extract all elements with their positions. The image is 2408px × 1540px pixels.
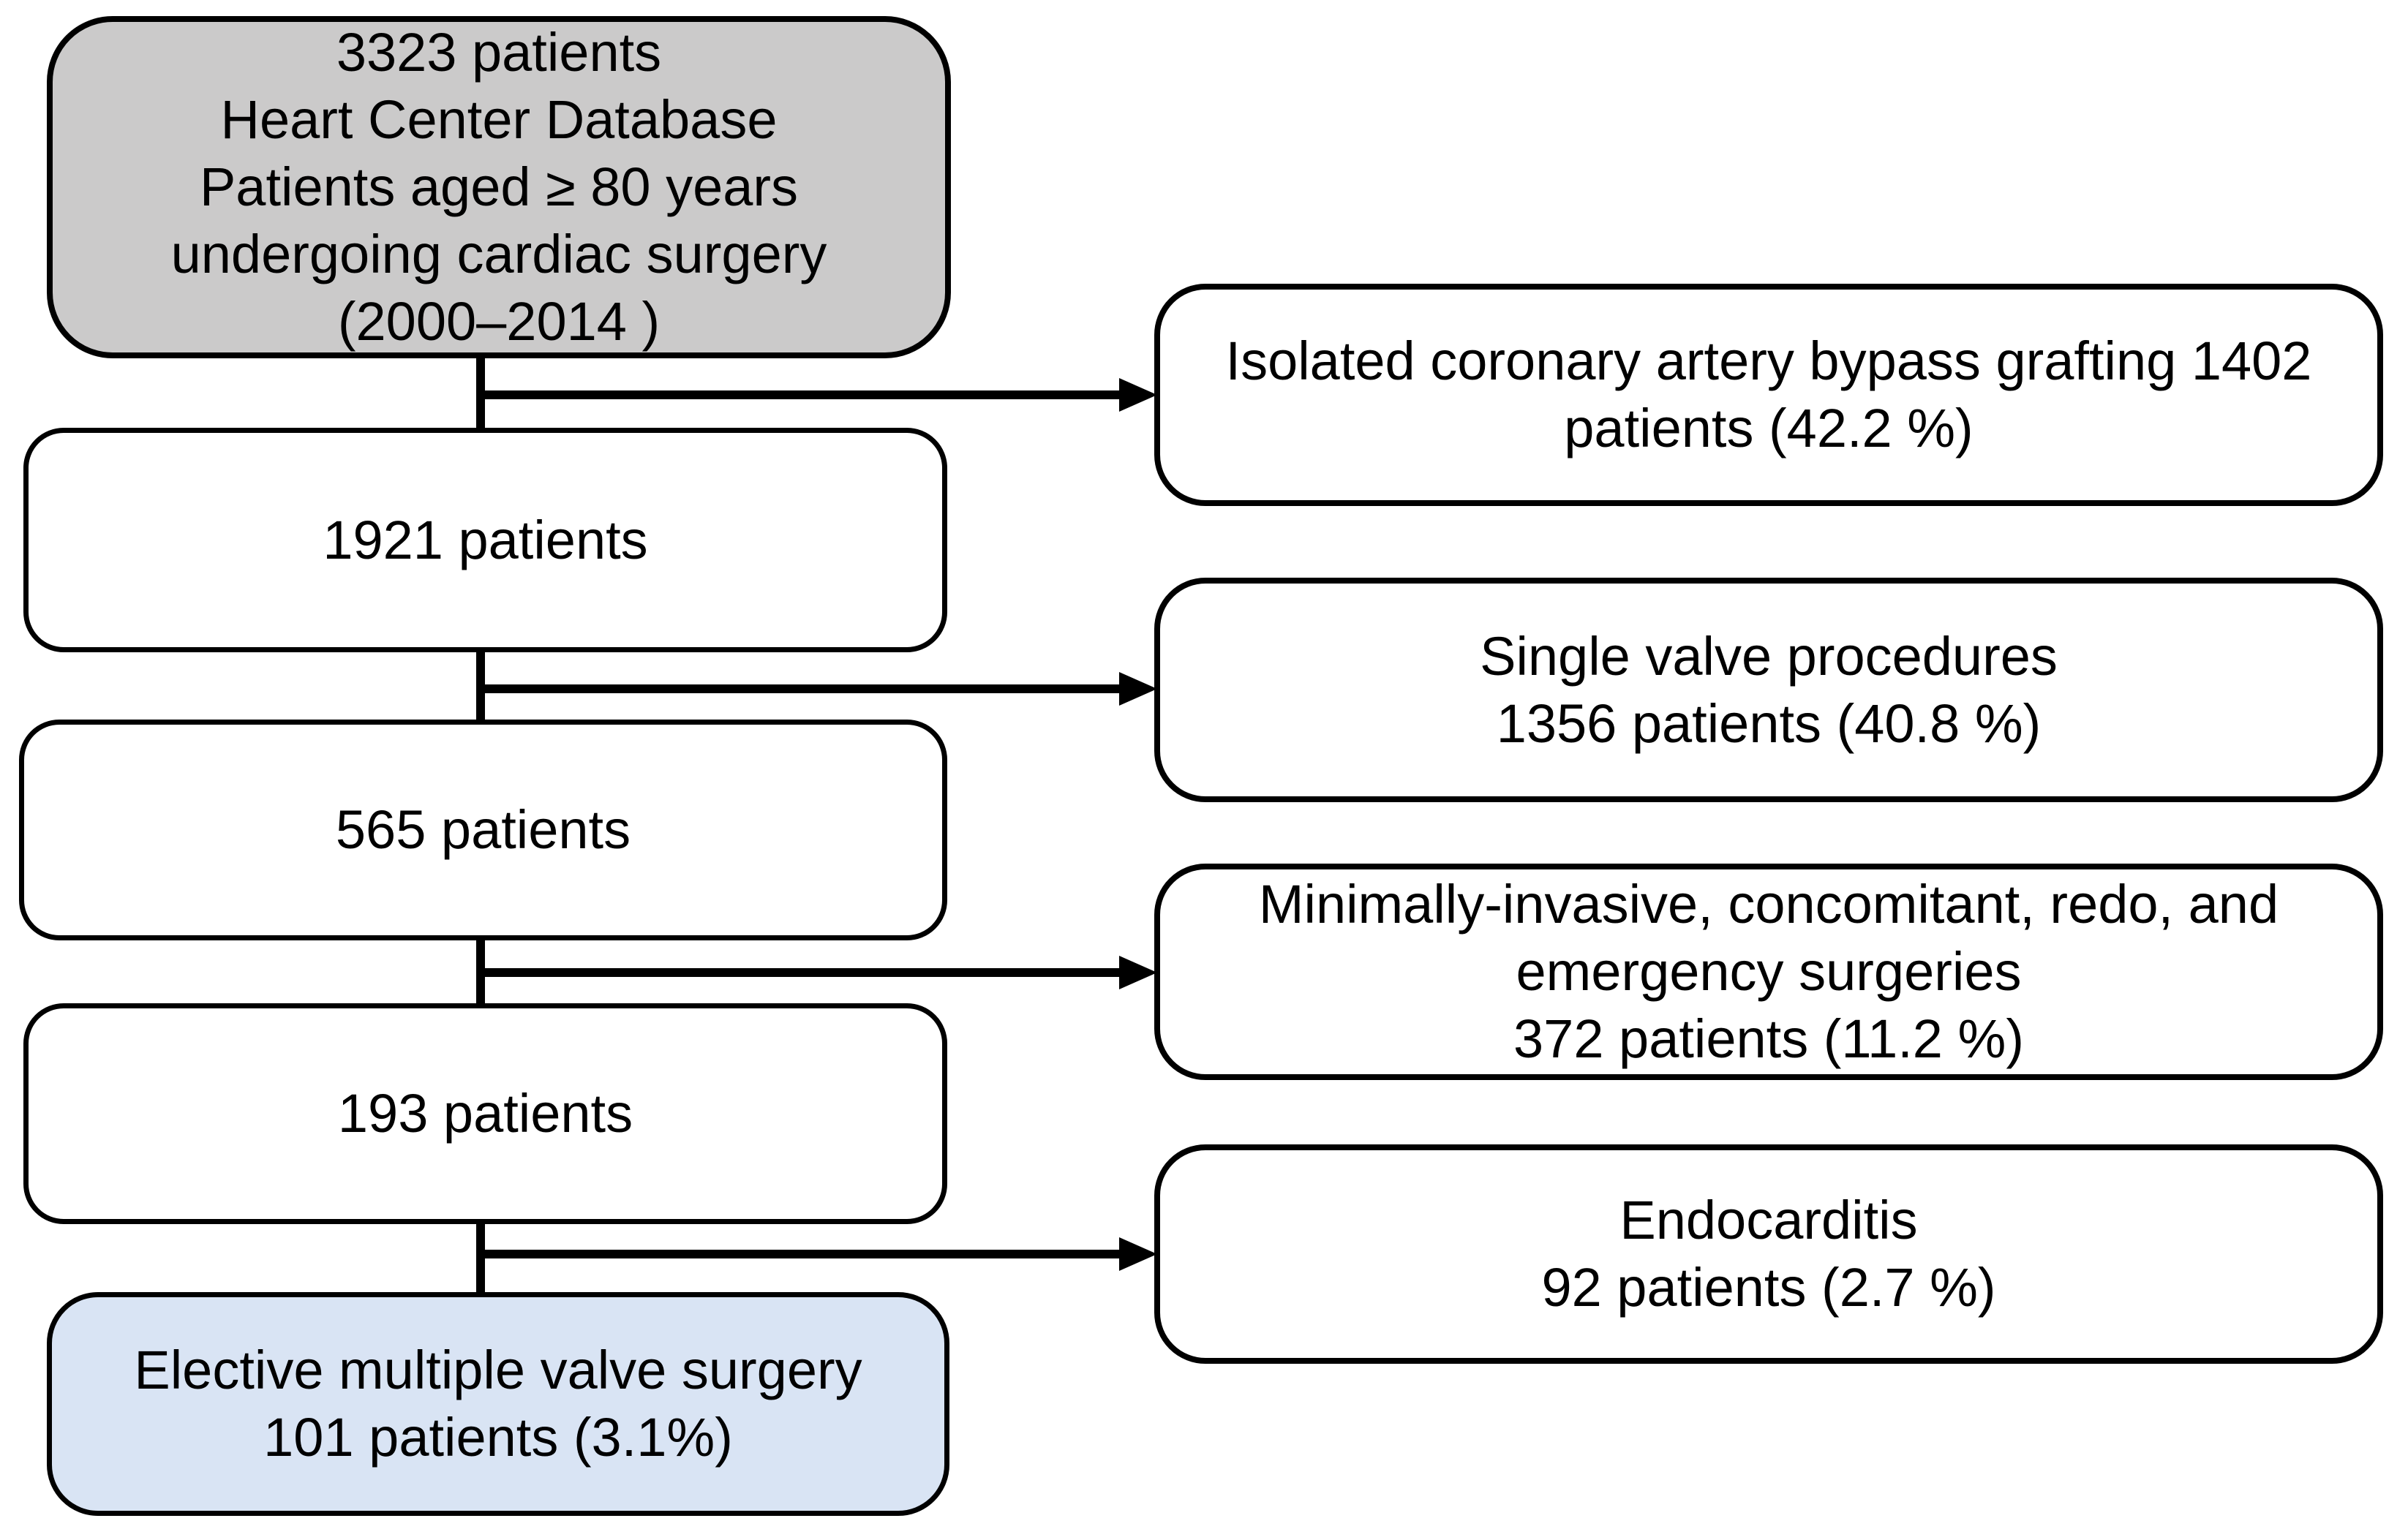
cohort-565-box: 565 patients: [19, 720, 947, 940]
cohort-1921-text: 1921 patients: [323, 509, 648, 570]
exclusion-endocarditis-text: Endocarditis 92 patients (2.7 %): [1541, 1190, 1996, 1318]
arrow-to-complex-surgeries-head-icon: [1119, 956, 1157, 989]
arrow-to-endocarditis-head-icon: [1119, 1237, 1157, 1271]
exclusion-complex-surgeries-text: Minimally-invasive, concomitant, redo, a…: [1258, 874, 2279, 1069]
final-cohort-text: Elective multiple valve surgery 101 pati…: [134, 1340, 862, 1468]
exclusion-single-valve-text: Single valve procedures 1356 patients (4…: [1480, 625, 2058, 754]
source-population-text: 3323 patients Heart Center Database Pati…: [170, 22, 827, 352]
cohort-1921-box: 1921 patients: [23, 428, 947, 652]
arrow-to-endocarditis-shaft: [476, 1250, 1123, 1258]
arrow-to-single-valve-shaft: [476, 684, 1123, 693]
cohort-193-text: 193 patients: [337, 1083, 633, 1144]
cohort-193-box: 193 patients: [23, 1003, 947, 1224]
source-population-box: 3323 patients Heart Center Database Pati…: [47, 16, 951, 358]
exclusion-single-valve-box: Single valve procedures 1356 patients (4…: [1154, 578, 2383, 802]
arrow-to-cabg-shaft: [476, 390, 1123, 399]
cohort-565-text: 565 patients: [335, 799, 631, 860]
arrow-to-complex-surgeries-shaft: [476, 968, 1123, 977]
exclusion-cabg-text: Isolated coronary artery bypass grafting…: [1225, 331, 2312, 458]
final-cohort-box: Elective multiple valve surgery 101 pati…: [47, 1292, 949, 1516]
exclusion-endocarditis-box: Endocarditis 92 patients (2.7 %): [1154, 1144, 2383, 1364]
exclusion-complex-surgeries-box: Minimally-invasive, concomitant, redo, a…: [1154, 864, 2383, 1080]
arrow-to-cabg-head-icon: [1119, 378, 1157, 412]
exclusion-cabg-box: Isolated coronary artery bypass grafting…: [1154, 284, 2383, 506]
arrow-to-single-valve-head-icon: [1119, 672, 1157, 706]
